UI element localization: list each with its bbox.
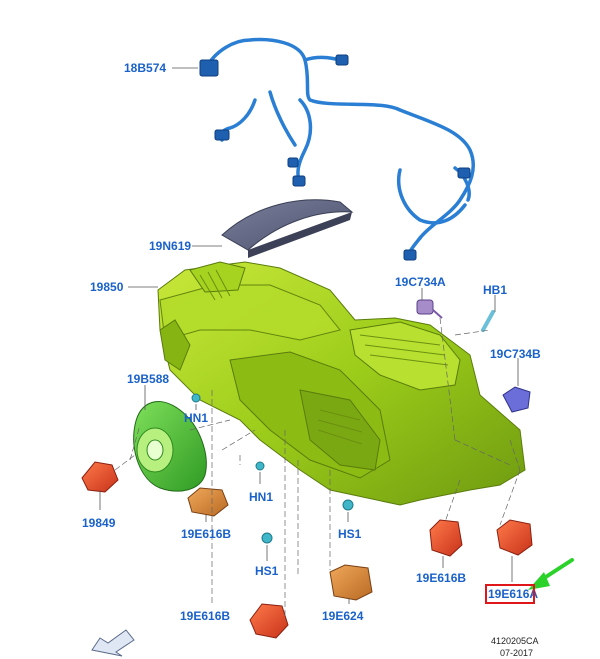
blower-resistor-part <box>81 461 119 493</box>
sensor-right-part <box>502 386 531 413</box>
label-19e616b-mid: 19E616B <box>416 571 467 585</box>
label-19e616a: 19E616A <box>488 587 539 601</box>
hvac-case-ribs <box>199 269 449 445</box>
foam-insulator-edge <box>248 212 352 258</box>
label-19849: 19849 <box>82 516 116 530</box>
label-19e624: 19E624 <box>322 609 364 623</box>
screw-parts <box>191 393 354 544</box>
leader-lines <box>99 67 519 604</box>
label-19c734a: 19C734A <box>395 275 446 289</box>
reference-code: 4120205CA <box>491 636 539 646</box>
label-hn1-b: HN1 <box>249 490 274 504</box>
label-19e616b-left: 19E616B <box>181 527 232 541</box>
reference-date: 07-2017 <box>500 648 534 658</box>
label-19e616b-bottom: 19E616B <box>180 609 231 623</box>
front-view-arrow-icon <box>91 629 135 657</box>
foam-insulator-part <box>221 199 354 251</box>
harness-connectors <box>199 54 471 261</box>
actuator-624-part <box>329 564 373 601</box>
actuator-bottom-part <box>249 603 289 639</box>
label-18b574: 18B574 <box>124 61 167 75</box>
highlight-box <box>485 584 535 604</box>
blower-motor-part <box>133 401 207 492</box>
clip-hb1-part <box>481 310 495 332</box>
hvac-case-part <box>157 261 526 506</box>
label-hs1-b: HS1 <box>338 527 362 541</box>
label-19850: 19850 <box>90 280 124 294</box>
label-hb1: HB1 <box>483 283 508 297</box>
label-hs1-a: HS1 <box>255 564 279 578</box>
label-hn1-a: HN1 <box>184 411 209 425</box>
actuator-mid-part <box>429 519 463 557</box>
label-19c734b: 19C734B <box>490 347 541 361</box>
actuator-a-part <box>496 519 533 556</box>
assembly-dash-lines <box>114 317 521 620</box>
label-19n619: 19N619 <box>149 239 192 253</box>
actuator-left-part <box>187 487 229 517</box>
sensor-top-part <box>416 299 443 319</box>
label-19b588: 19B588 <box>127 372 170 386</box>
wiring-harness-part <box>203 37 475 260</box>
